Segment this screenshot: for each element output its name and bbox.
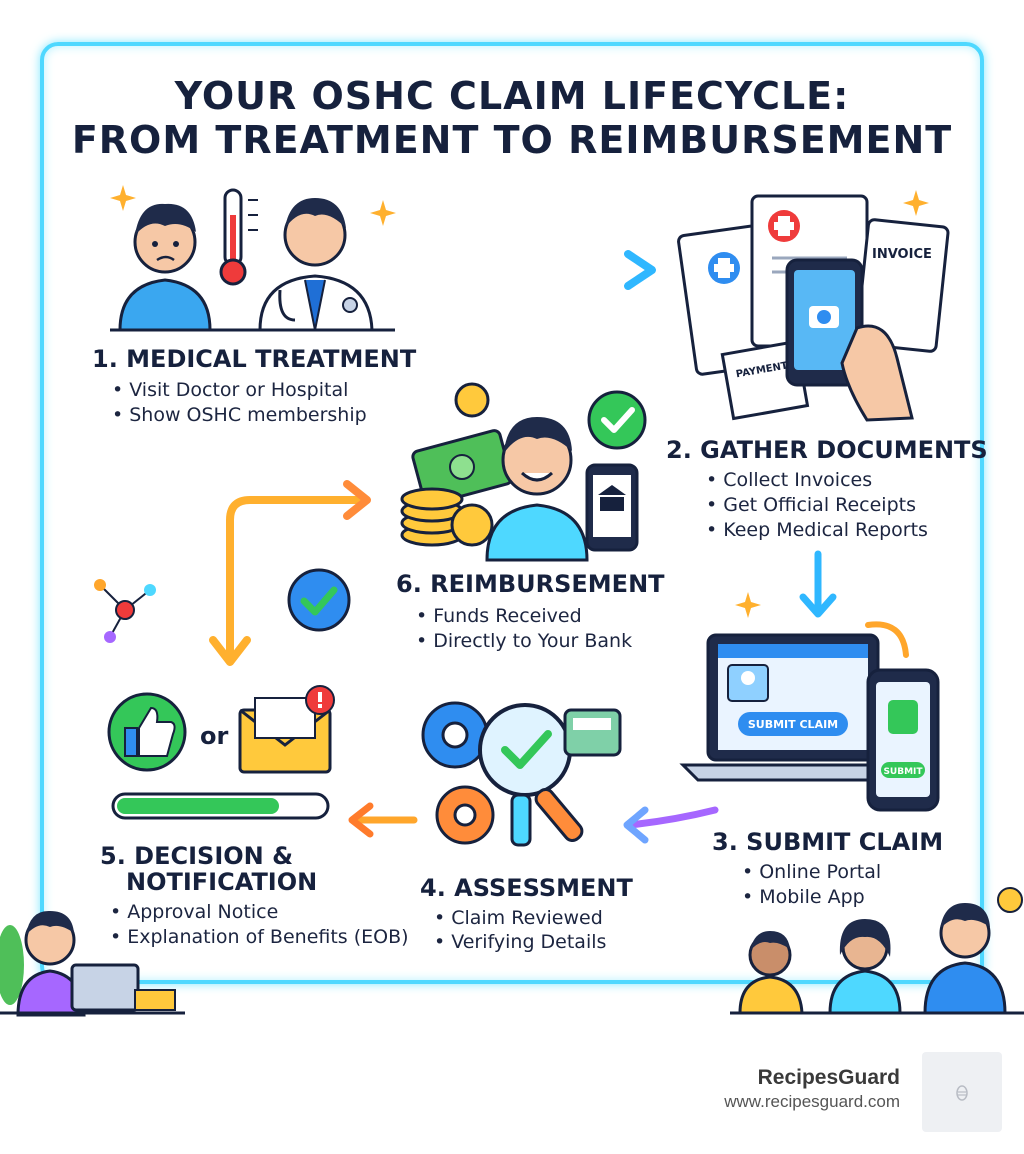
bee-logo-icon <box>956 1085 968 1101</box>
submit-claim-button-label: SUBMIT CLAIM <box>748 718 838 731</box>
brand-name: RecipesGuard <box>757 1066 900 1089</box>
step-2-bullet-3: Keep Medical Reports <box>706 518 928 542</box>
step-6-bullet-2: Directly to Your Bank <box>416 629 632 653</box>
infographic: YOUR OSHC CLAIM LIFECYCLE: FROM TREATMEN… <box>0 0 1024 1020</box>
arrow-step3-to-step4 <box>623 806 719 844</box>
doctor-icon <box>258 198 374 332</box>
submit-claim-illustration: SUBMIT CLAIM SUBMIT <box>679 621 940 812</box>
students-group-illustration <box>730 887 1024 1015</box>
step-4-title: 4. ASSESSMENT <box>420 874 633 902</box>
network-decoration-icon <box>94 579 156 643</box>
cash-icon <box>411 429 513 506</box>
envelope-icon <box>238 685 335 774</box>
step-3-title: 3. SUBMIT CLAIM <box>712 828 944 856</box>
gather-documents-illustration: INVOICE PAYMENT <box>677 194 950 422</box>
laptop-icon: SUBMIT CLAIM <box>679 633 907 782</box>
brand-logo <box>922 1052 1002 1132</box>
bank-phone-icon <box>585 463 639 552</box>
step-4-bullet-2: Verifying Details <box>434 930 606 954</box>
or-label: or <box>200 722 228 750</box>
arrow-step5-to-step6 <box>209 480 371 666</box>
step-1-bullet-1: Visit Doctor or Hospital <box>112 378 348 402</box>
magnifier-check-icon <box>478 703 584 847</box>
check-badge-icon <box>287 568 351 632</box>
footer <box>0 1020 1024 1154</box>
step-3-bullet-1: Online Portal <box>742 860 881 884</box>
submit-button-label: SUBMIT <box>883 767 923 777</box>
sparkle-decoration-icon <box>370 200 396 226</box>
thumbs-up-icon <box>107 692 187 772</box>
assessment-illustration <box>421 701 622 847</box>
step-3-bullet-2: Mobile App <box>742 885 864 909</box>
gear-icon <box>421 701 489 769</box>
invoice-label: INVOICE <box>872 247 932 262</box>
reimbursement-illustration <box>400 382 647 562</box>
phone-icon: SUBMIT <box>866 668 940 812</box>
coins-icon <box>400 382 494 547</box>
step-2-bullet-1: Collect Invoices <box>706 468 872 492</box>
thermometer-icon <box>219 188 258 286</box>
step-5-bullet-1: Approval Notice <box>110 900 278 924</box>
patient-icon <box>118 203 212 332</box>
step-5-bullet-2: Explanation of Benefits (EOB) <box>110 925 408 949</box>
title-line-1: YOUR OSHC CLAIM LIFECYCLE: <box>174 74 850 118</box>
step-2-title: 2. GATHER DOCUMENTS <box>666 436 988 464</box>
sparkle-decoration-icon <box>110 185 136 211</box>
camera-phone-icon <box>785 258 914 422</box>
progress-bar <box>111 792 330 820</box>
step-2-bullet-2: Get Official Receipts <box>706 493 916 517</box>
medical-treatment-illustration <box>110 188 395 332</box>
chat-check-icon <box>587 390 647 450</box>
neon-frame <box>40 42 984 984</box>
arrow-step1-to-step2 <box>401 250 656 290</box>
arrow-step2-to-step3 <box>799 550 837 618</box>
brand-url[interactable]: www.recipesguard.com <box>724 1092 900 1111</box>
student-with-laptop-illustration <box>0 910 185 1017</box>
step-6-title: 6. REIMBURSEMENT <box>396 570 665 598</box>
sparkle-decoration-icon <box>735 592 761 618</box>
step-6-bullet-1: Funds Received <box>416 604 581 628</box>
step-1-title: 1. MEDICAL TREATMENT <box>92 345 417 373</box>
step-1-bullet-2: Show OSHC membership <box>112 403 366 427</box>
scanner-icon <box>563 708 622 757</box>
decision-illustration: or <box>107 685 335 820</box>
sparkle-decoration-icon <box>903 190 929 216</box>
step-5-title-line-2: NOTIFICATION <box>126 868 318 896</box>
gear-icon <box>435 785 495 845</box>
step-4-bullet-1: Claim Reviewed <box>434 906 603 930</box>
happy-person-icon <box>485 417 589 562</box>
step-5-title-line-1: 5. DECISION & <box>100 842 294 870</box>
arrow-step4-to-step5 <box>348 802 418 838</box>
title-line-2: FROM TREATMENT TO REIMBURSEMENT <box>71 118 953 162</box>
